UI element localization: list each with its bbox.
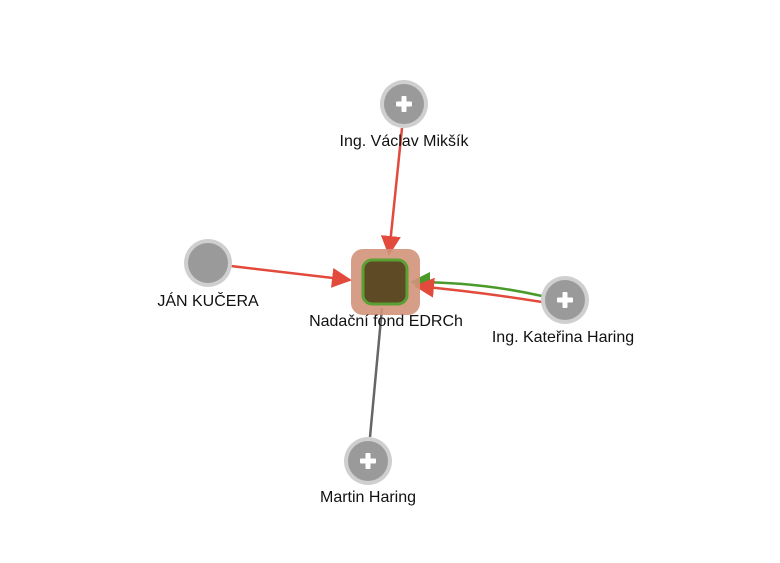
- node-label-miksik: Ing. Václav Mikšík: [340, 133, 470, 150]
- plus-icon[interactable]: [360, 453, 376, 469]
- node-label-martin: Martin Haring: [320, 489, 416, 506]
- center-node-box[interactable]: [361, 258, 409, 306]
- plus-icon[interactable]: [396, 96, 412, 112]
- node-martin[interactable]: Martin Haring: [320, 437, 416, 506]
- plus-icon[interactable]: [557, 292, 573, 308]
- node-miksik[interactable]: Ing. Václav Mikšík: [340, 80, 470, 150]
- edges: [230, 127, 543, 438]
- edge-miksik-to-center[interactable]: [380, 127, 404, 256]
- edge-katerina-to-center[interactable]: [414, 277, 543, 304]
- edge-martin-to-center[interactable]: [368, 307, 384, 438]
- edge-kucera-to-center[interactable]: [230, 264, 352, 288]
- node-katerina[interactable]: Ing. Kateřina Haring: [492, 276, 634, 346]
- node-kucera[interactable]: JÁN KUČERA: [157, 239, 259, 310]
- node-label-kucera: JÁN KUČERA: [157, 291, 259, 310]
- node-label-katerina: Ing. Kateřina Haring: [492, 329, 634, 346]
- center-node[interactable]: Nadační fond EDRCh: [309, 249, 463, 330]
- center-node-label: Nadační fond EDRCh: [309, 313, 463, 330]
